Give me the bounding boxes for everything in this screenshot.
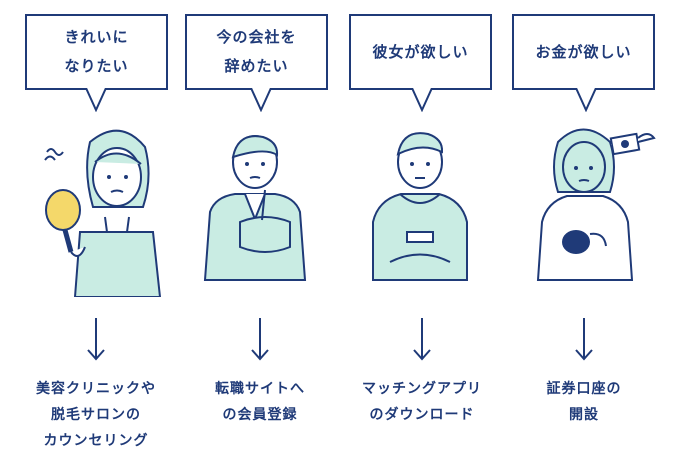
speech-bubble-job: 今の会社を 辞めたい <box>185 14 328 90</box>
speech-bubble-money: お金が欲しい <box>512 14 655 90</box>
bubble-text: 彼女が欲しい <box>372 42 469 61</box>
bubble-text: お金が欲しい <box>535 42 632 61</box>
caption-job: 転職サイトへ の会員登録 <box>215 381 305 423</box>
bubble-text: きれいに なりたい <box>64 28 129 75</box>
speech-bubble-girlfriend: 彼女が欲しい <box>349 14 492 90</box>
speech-bubble-beauty: きれいに なりたい <box>25 14 168 90</box>
down-arrow-icon <box>251 318 269 361</box>
caption-beauty: 美容クリニックや 脱毛サロンの カウンセリング <box>36 381 156 449</box>
bubble-text: 今の会社を 辞めたい <box>216 28 297 75</box>
down-arrow-icon <box>413 318 431 361</box>
man-suit-illustration <box>203 135 307 281</box>
down-arrow-icon <box>575 318 593 361</box>
woman-mirror-illustration <box>44 129 162 297</box>
speech-bubble-tail <box>250 88 272 112</box>
man-hoodie-illustration <box>372 132 468 281</box>
caption-money: 証券口座の 開設 <box>546 381 622 423</box>
caption-girlfriend: マッチングアプリ のダウンロード <box>362 381 482 423</box>
speech-bubble-tail <box>575 88 597 112</box>
down-arrow-icon <box>87 318 105 361</box>
woman-purse-illustration <box>536 128 634 281</box>
speech-bubble-tail <box>85 88 107 112</box>
speech-bubble-tail <box>411 88 433 112</box>
